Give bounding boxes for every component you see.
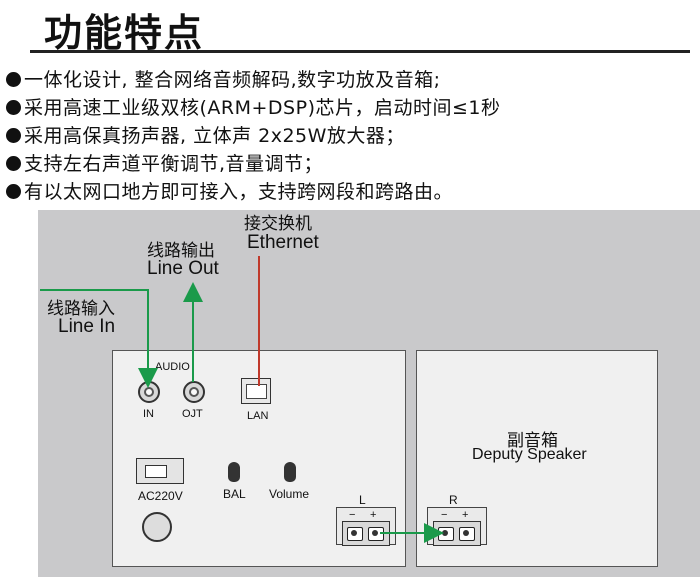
line-in-label-cn: 线路输入	[47, 299, 115, 319]
balance-knob-icon	[228, 462, 240, 482]
feature-item: 支持左右声道平衡调节,音量调节；	[6, 150, 501, 178]
left-plus-label: +	[370, 509, 377, 521]
bullet-icon	[6, 128, 21, 143]
ethernet-label-en: Ethernet	[247, 232, 319, 253]
bullet-icon	[6, 72, 21, 87]
lan-label: LAN	[247, 410, 269, 422]
left-speaker-terminal-icon	[342, 521, 390, 546]
ethernet-label-cn: 接交换机	[244, 214, 312, 234]
deputy-speaker-label-en: Deputy Speaker	[472, 446, 587, 463]
feature-item: 采用高速工业级双核(ARM+DSP)芯片，启动时间≤1秒	[6, 94, 501, 122]
left-minus-label: −	[349, 509, 356, 521]
audio-label: AUDIO	[155, 361, 190, 373]
bullet-icon	[6, 184, 21, 199]
lan-port-icon	[241, 378, 271, 404]
deputy-speaker-label-cn: 副音箱	[507, 431, 558, 451]
volume-knob-icon	[284, 462, 296, 482]
volume-label: Volume	[269, 487, 310, 501]
right-minus-label: −	[441, 509, 448, 521]
in-label: IN	[143, 408, 154, 420]
line-out-label-en: Line Out	[147, 258, 219, 279]
bullet-icon	[6, 100, 21, 115]
power-switch-icon	[136, 458, 184, 484]
balance-label: BAL	[223, 487, 246, 501]
line-in-wire	[40, 289, 158, 388]
power-cord-icon	[142, 512, 172, 542]
line-in-label-en: Line In	[58, 316, 116, 337]
title-divider	[30, 50, 690, 53]
out-label: OJT	[182, 408, 203, 420]
bullet-icon	[6, 156, 21, 171]
feature-item: 采用高保真扬声器, 立体声 2x25W放大器；	[6, 122, 501, 150]
right-plus-label: +	[462, 509, 469, 521]
line-out-label-cn: 线路输出	[147, 241, 215, 261]
feature-item: 有以太网口地方即可接入，支持跨网段和跨路由。	[6, 178, 501, 206]
power-label: AC220V	[138, 489, 183, 503]
left-channel-label: L	[359, 493, 366, 507]
page-title: 功能特点	[44, 11, 205, 55]
feature-list: 一体化设计, 整合网络音频解码,数字功放及音箱; 采用高速工业级双核(ARM+D…	[6, 66, 501, 206]
feature-item: 一体化设计, 整合网络音频解码,数字功放及音箱;	[6, 66, 501, 94]
right-channel-label: R	[449, 493, 458, 507]
